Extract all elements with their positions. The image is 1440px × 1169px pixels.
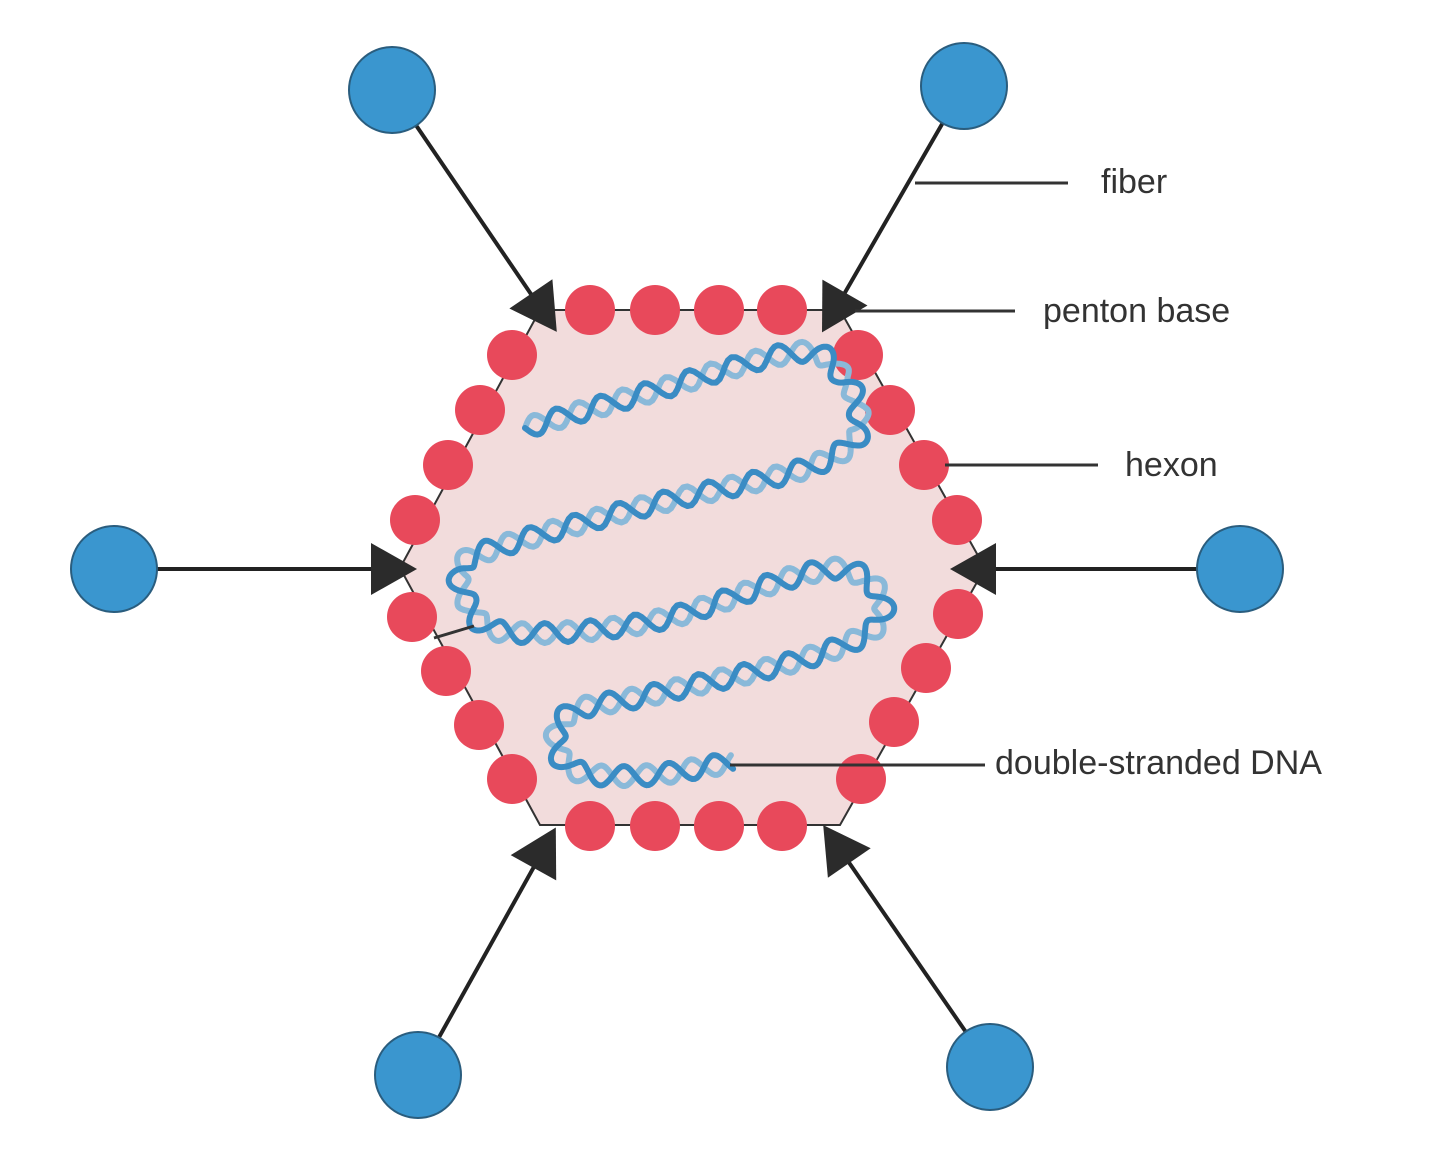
- fiber-knob-top-right: [920, 42, 1008, 130]
- fiber-knob-top-left: [348, 46, 436, 134]
- fiber-shaft-bottom-right: [828, 833, 992, 1069]
- hexon-dot: [565, 285, 615, 335]
- hexon-dot: [901, 643, 951, 693]
- dna-label: double-stranded DNA: [995, 744, 1322, 782]
- hexon-dot: [757, 285, 807, 335]
- hexons: [387, 285, 983, 851]
- penton-base-top-right: [822, 279, 868, 333]
- hexon-dot: [390, 495, 440, 545]
- fiber-knob-right: [1196, 525, 1284, 613]
- hexon-dot: [487, 330, 537, 380]
- fiber-knob-bottom-right: [946, 1023, 1034, 1111]
- hexon-dot: [454, 700, 504, 750]
- hexon-dot: [694, 285, 744, 335]
- penton-bases: [371, 279, 996, 881]
- fiber-knob-bottom-left: [374, 1031, 462, 1119]
- penton-base-label: penton base: [1043, 292, 1230, 330]
- double-stranded-dna: [445, 338, 898, 789]
- hexon-dot: [694, 801, 744, 851]
- fiber-label: fiber: [1101, 163, 1167, 201]
- hexon-dot: [455, 385, 505, 435]
- fiber-knob-left: [70, 525, 158, 613]
- hexon-dot: [757, 801, 807, 851]
- hexon-dot: [899, 440, 949, 490]
- hexon-dot: [630, 801, 680, 851]
- fibers: [70, 42, 1284, 1119]
- hexon-dot: [836, 754, 886, 804]
- hexon-dot: [387, 592, 437, 642]
- fiber-shaft-top-left: [390, 88, 552, 324]
- fiber-shaft-bottom-left: [416, 837, 552, 1076]
- hexon-dot: [865, 385, 915, 435]
- dna-strand-light: [454, 338, 888, 789]
- fiber-shaft-top-right: [826, 85, 966, 323]
- hexon-dot: [932, 495, 982, 545]
- dna-strand-dark: [445, 342, 898, 789]
- hexon-dot: [423, 440, 473, 490]
- penton-base-left: [371, 543, 417, 595]
- inner-tick: [433, 624, 475, 640]
- hexon-dot: [487, 754, 537, 804]
- penton-base-top-left: [509, 279, 557, 332]
- penton-base-right: [950, 543, 996, 595]
- hexon-dot: [869, 697, 919, 747]
- penton-base-bottom-left: [510, 827, 557, 881]
- hexon-dot: [565, 801, 615, 851]
- hexon-label: hexon: [1125, 446, 1218, 484]
- hexon-dot: [933, 589, 983, 639]
- hexon-dot: [833, 330, 883, 380]
- penton-base-bottom-right: [823, 825, 871, 878]
- hexon-dot: [630, 285, 680, 335]
- hexon-dot: [421, 646, 471, 696]
